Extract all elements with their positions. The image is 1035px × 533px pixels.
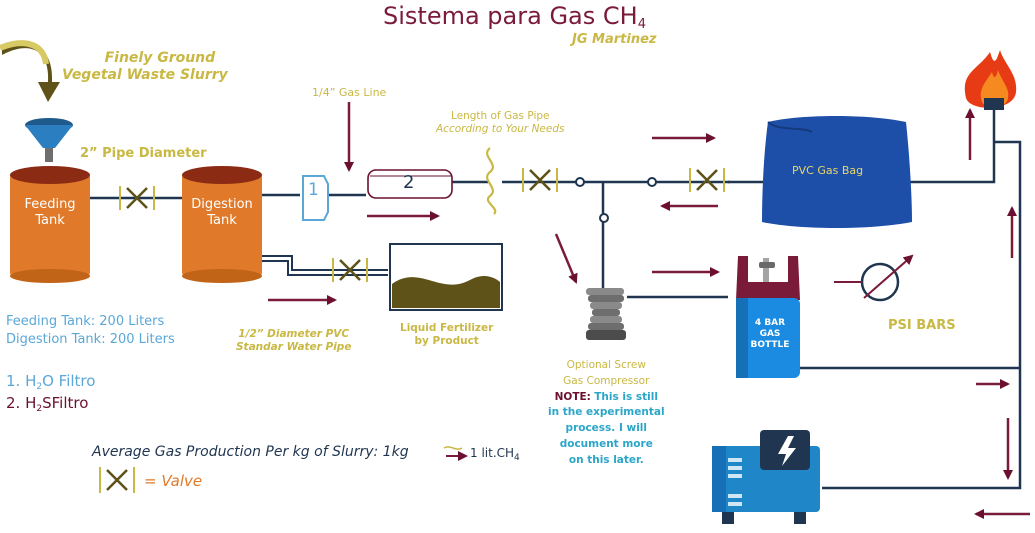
slurry-label: Finely Ground Vegetal Waste Slurry	[62, 50, 228, 83]
pvc-water-pipe	[262, 255, 388, 271]
h2s-filter	[367, 169, 453, 199]
compressor-icon	[586, 288, 626, 340]
funnel-icon	[25, 118, 73, 162]
valve-icon	[522, 168, 558, 192]
legend-valve-label: = Valve	[144, 472, 203, 490]
legend-filter-2: 2. H2SFiltro	[6, 394, 89, 414]
gas-pipes	[90, 110, 1022, 490]
psi-label: PSI BARS	[888, 318, 956, 333]
h2o-filter	[302, 175, 329, 221]
diagram-title: Sistema para Gas CH4	[383, 2, 646, 32]
flow-arrows	[268, 102, 1030, 519]
lightning-icon	[778, 436, 796, 466]
pipe-junctions	[575, 177, 657, 223]
author-credit: JG Martinez	[572, 32, 657, 47]
pipe-diameter-label: 2” Pipe Diameter	[80, 146, 207, 161]
h2s-filter-number: 2	[403, 172, 415, 193]
gas-pipe-coil	[486, 147, 497, 215]
h2o-filter-number: 1	[308, 180, 319, 200]
digestion-tank	[182, 166, 262, 283]
feeding-tank	[10, 166, 90, 283]
gas-line-label: 1/4” Gas Line	[312, 86, 387, 99]
fertilizer-container	[389, 243, 503, 311]
generator-icon	[712, 430, 820, 524]
pvc-gas-bag	[762, 116, 912, 228]
slurry-arrow-icon	[0, 40, 60, 102]
gas-production-result: 1 lit.CH4	[470, 446, 520, 463]
feeding-capacity: Feeding Tank: 200 Liters	[6, 314, 165, 329]
gas-bottle-icon	[736, 256, 800, 378]
flame-icon	[964, 50, 1017, 110]
digestion-capacity: Digestion Tank: 200 Liters	[6, 332, 175, 347]
valve-icon	[119, 186, 155, 210]
compressor-note: Optional Screw Gas Compressor NOTE: This…	[548, 359, 665, 466]
gas-production-text: Average Gas Production Per kg of Slurry:…	[92, 444, 409, 460]
legend-filter-1: 1. H2O Filtro	[6, 372, 96, 392]
valve-icon	[689, 168, 725, 192]
legend-valve-icon	[99, 467, 135, 493]
gas-bag-label: PVC Gas Bag	[792, 164, 864, 177]
pressure-gauge-icon	[834, 254, 914, 302]
valve-icon	[332, 258, 368, 282]
production-arrow-icon	[443, 446, 468, 461]
